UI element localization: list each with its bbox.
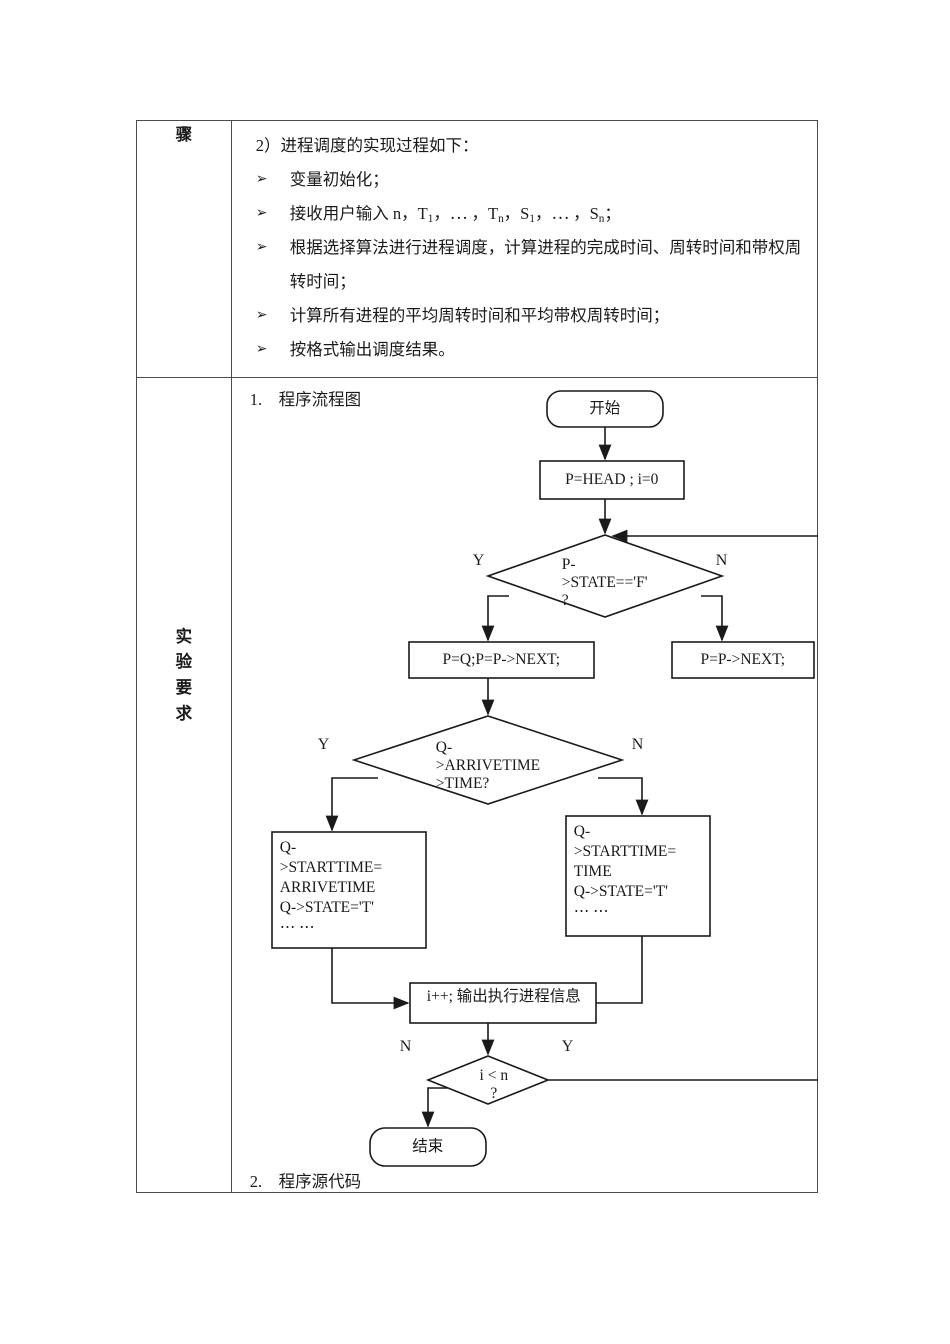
shape-set-start-time (564, 815, 711, 937)
flowchart-diagram (270, 390, 818, 1167)
vertical-label-char: 求 (175, 703, 193, 723)
step-text: 变量初始化； (289, 169, 389, 189)
shape-decision-state (485, 534, 725, 618)
row-body-requirements: 1. 程序流程图 2. 程序源代码 (230, 376, 819, 1193)
shape-assign-q (407, 641, 595, 679)
edge-loop-yes (547, 529, 818, 1081)
branch-label-loop-no: N (399, 1037, 412, 1055)
arrow-bullet-icon: ➢ (255, 170, 268, 187)
step-item: ➢ 计算所有进程的平均周转时间和平均带权周转时间； (256, 299, 807, 333)
steps-heading: 2）进程调度的实现过程如下： (255, 136, 479, 155)
branch-label-state-no: N (715, 551, 728, 569)
vertical-label: 实 验 要 求 (137, 624, 231, 726)
table-row-requirements: 实 验 要 求 1. 程序流程图 2. 程序源代码 (136, 376, 819, 1193)
vertical-label-char: 验 (175, 652, 193, 672)
shape-end (368, 1127, 487, 1167)
branch-label-state-yes: Y (472, 551, 485, 569)
arrow-bullet-icon: ➢ (255, 204, 268, 221)
edge-state-yes (481, 595, 509, 642)
row-label-requirements: 实 验 要 求 (136, 376, 232, 1193)
flowchart-container: 1. 程序流程图 2. 程序源代码 (232, 378, 818, 1192)
step-text: 根据选择算法进行进程调度，计算进程的完成时间、周转时间和带权周转时间； (289, 237, 802, 291)
step-text: 接收用户输入 n，T1，⋯ ，Tn，S1，⋯ ，Sn； (289, 203, 621, 226)
shape-init (538, 460, 685, 500)
arrow-bullet-icon: ➢ (255, 306, 268, 323)
edge-state-no (700, 595, 729, 642)
caption-flowchart: 1. 程序流程图 (249, 389, 362, 409)
branch-label-arrive-no: N (631, 735, 644, 753)
steps-list: 2）进程调度的实现过程如下： ➢ 变量初始化； ➢ 接收用户输入 n，T1，⋯ … (232, 121, 817, 377)
step-text: 按格式输出调度结果。 (289, 339, 455, 359)
shape-decision-arrive (351, 715, 625, 805)
edge-arrive-no (597, 777, 649, 816)
document-table: 骤 2）进程调度的实现过程如下： ➢ 变量初始化； ➢ 接收用户输入 n，T1，… (136, 120, 819, 1193)
vertical-label-char: 实 (175, 626, 193, 646)
step-item: ➢ 按格式输出调度结果。 (256, 333, 807, 367)
step-item: ➢ 根据选择算法进行进程调度，计算进程的完成时间、周转时间和带权周转时间； (256, 231, 807, 299)
row-label-steps: 骤 (136, 120, 232, 378)
step-text: 计算所有进程的平均周转时间和平均带权周转时间； (289, 305, 670, 325)
branch-label-loop-yes: Y (561, 1037, 574, 1055)
shape-advance-p (670, 641, 815, 679)
arrow-bullet-icon: ➢ (255, 340, 268, 357)
table-row-steps: 骤 2）进程调度的实现过程如下： ➢ 变量初始化； ➢ 接收用户输入 n，T1，… (136, 120, 819, 378)
shape-start (545, 390, 664, 428)
shape-decision-loop (425, 1055, 550, 1105)
edge-left-to-output (330, 947, 410, 1010)
vertical-label-char: 要 (175, 678, 193, 698)
edge-arrive-yes (325, 777, 378, 832)
arrow-bullet-icon: ➢ (255, 238, 268, 255)
shape-output (408, 982, 597, 1024)
step-item: ➢ 接收用户输入 n，T1，⋯ ，Tn，S1，⋯ ，Sn； (256, 197, 807, 231)
step-item: ➢ 变量初始化； (256, 163, 807, 197)
caption-source-code: 2. 程序源代码 (249, 1171, 362, 1191)
shape-set-start-arrive (270, 831, 427, 949)
branch-label-arrive-yes: Y (317, 735, 330, 753)
edge-loop-no (421, 1087, 448, 1128)
row-body-steps: 2）进程调度的实现过程如下： ➢ 变量初始化； ➢ 接收用户输入 n，T1，⋯ … (230, 120, 819, 378)
